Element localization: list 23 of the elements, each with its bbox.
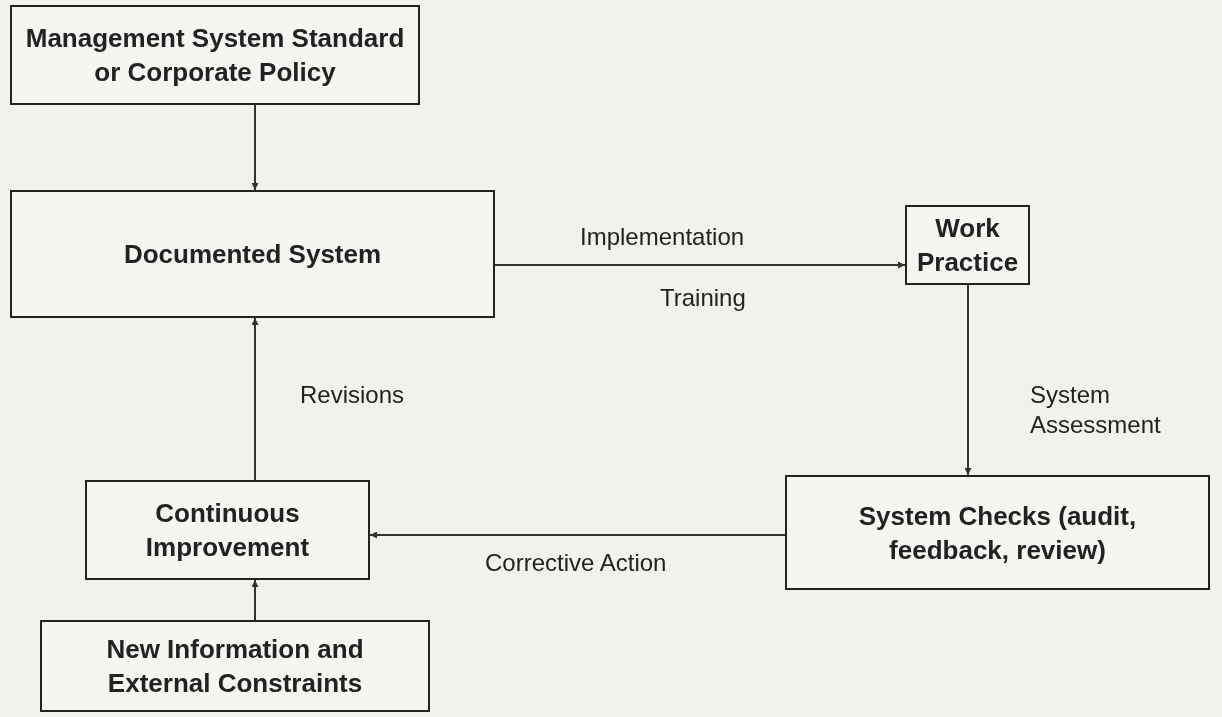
process-box xyxy=(40,620,430,712)
arrow xyxy=(251,104,259,191)
box-text: New Information and External Constraints xyxy=(105,633,365,700)
arrow xyxy=(251,317,259,481)
arrow xyxy=(494,261,906,269)
box-text: Management System Standard or Corporate Policy xyxy=(24,22,406,89)
box-text: Continuous Improvement xyxy=(144,497,311,564)
edge-label: System Assessment xyxy=(1030,380,1162,440)
edge-label: Corrective Action xyxy=(485,548,668,578)
process-box xyxy=(10,5,420,105)
arrow xyxy=(369,531,786,539)
edge-label: Revisions xyxy=(300,380,406,410)
process-box xyxy=(905,205,1030,285)
arrow xyxy=(251,579,259,621)
box-text: Work Practice xyxy=(916,212,1019,279)
arrow xyxy=(964,284,972,476)
process-box xyxy=(785,475,1210,590)
box-text: System Checks (audit, feedback, review) xyxy=(857,499,1138,567)
process-box xyxy=(85,480,370,580)
annotation-text: Training xyxy=(660,283,746,313)
edge-label: Implementation xyxy=(580,222,746,252)
process-box xyxy=(10,190,495,318)
box-text: Documented System xyxy=(123,238,382,271)
